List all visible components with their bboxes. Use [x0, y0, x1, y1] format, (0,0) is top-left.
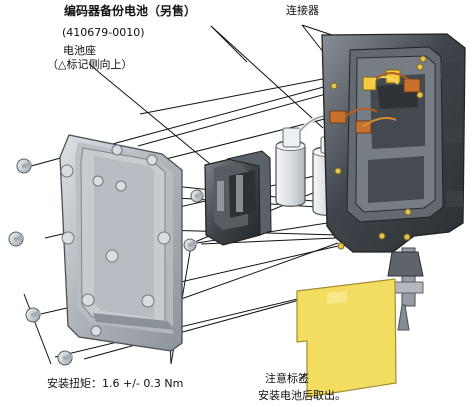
- cover-plate-bosses: [60, 144, 171, 337]
- battery-holder-orientation-note: （△标记侧向上）: [47, 58, 133, 71]
- screw: [57, 350, 74, 366]
- screw: [8, 231, 25, 247]
- encoder-housing: [321, 33, 466, 331]
- cover-plate: [59, 134, 183, 352]
- battery-part-number: (410679-0010): [62, 26, 145, 39]
- connector-label: 连接器: [286, 4, 319, 17]
- torque-specification: 安装扭矩：1.6 +/- 0.3 Nm: [47, 377, 184, 390]
- housing-mounting-points: [330, 55, 427, 250]
- screw: [25, 307, 42, 323]
- housing-connector-cluster: [329, 69, 421, 134]
- spare-battery-label: 编码器备份电池（另售）: [64, 4, 197, 18]
- screw: [190, 189, 205, 203]
- battery-holder: [204, 150, 272, 246]
- battery-holder-label: 电池座: [63, 44, 96, 57]
- screw: [183, 238, 198, 252]
- spare-battery-left: [275, 113, 342, 207]
- screw: [16, 158, 33, 174]
- screw-set: [8, 158, 205, 366]
- warning-label-sheet: [296, 278, 397, 398]
- warning-label-note: 安装电池后取出。: [258, 389, 346, 402]
- warning-label-title: 注意标签: [265, 372, 309, 385]
